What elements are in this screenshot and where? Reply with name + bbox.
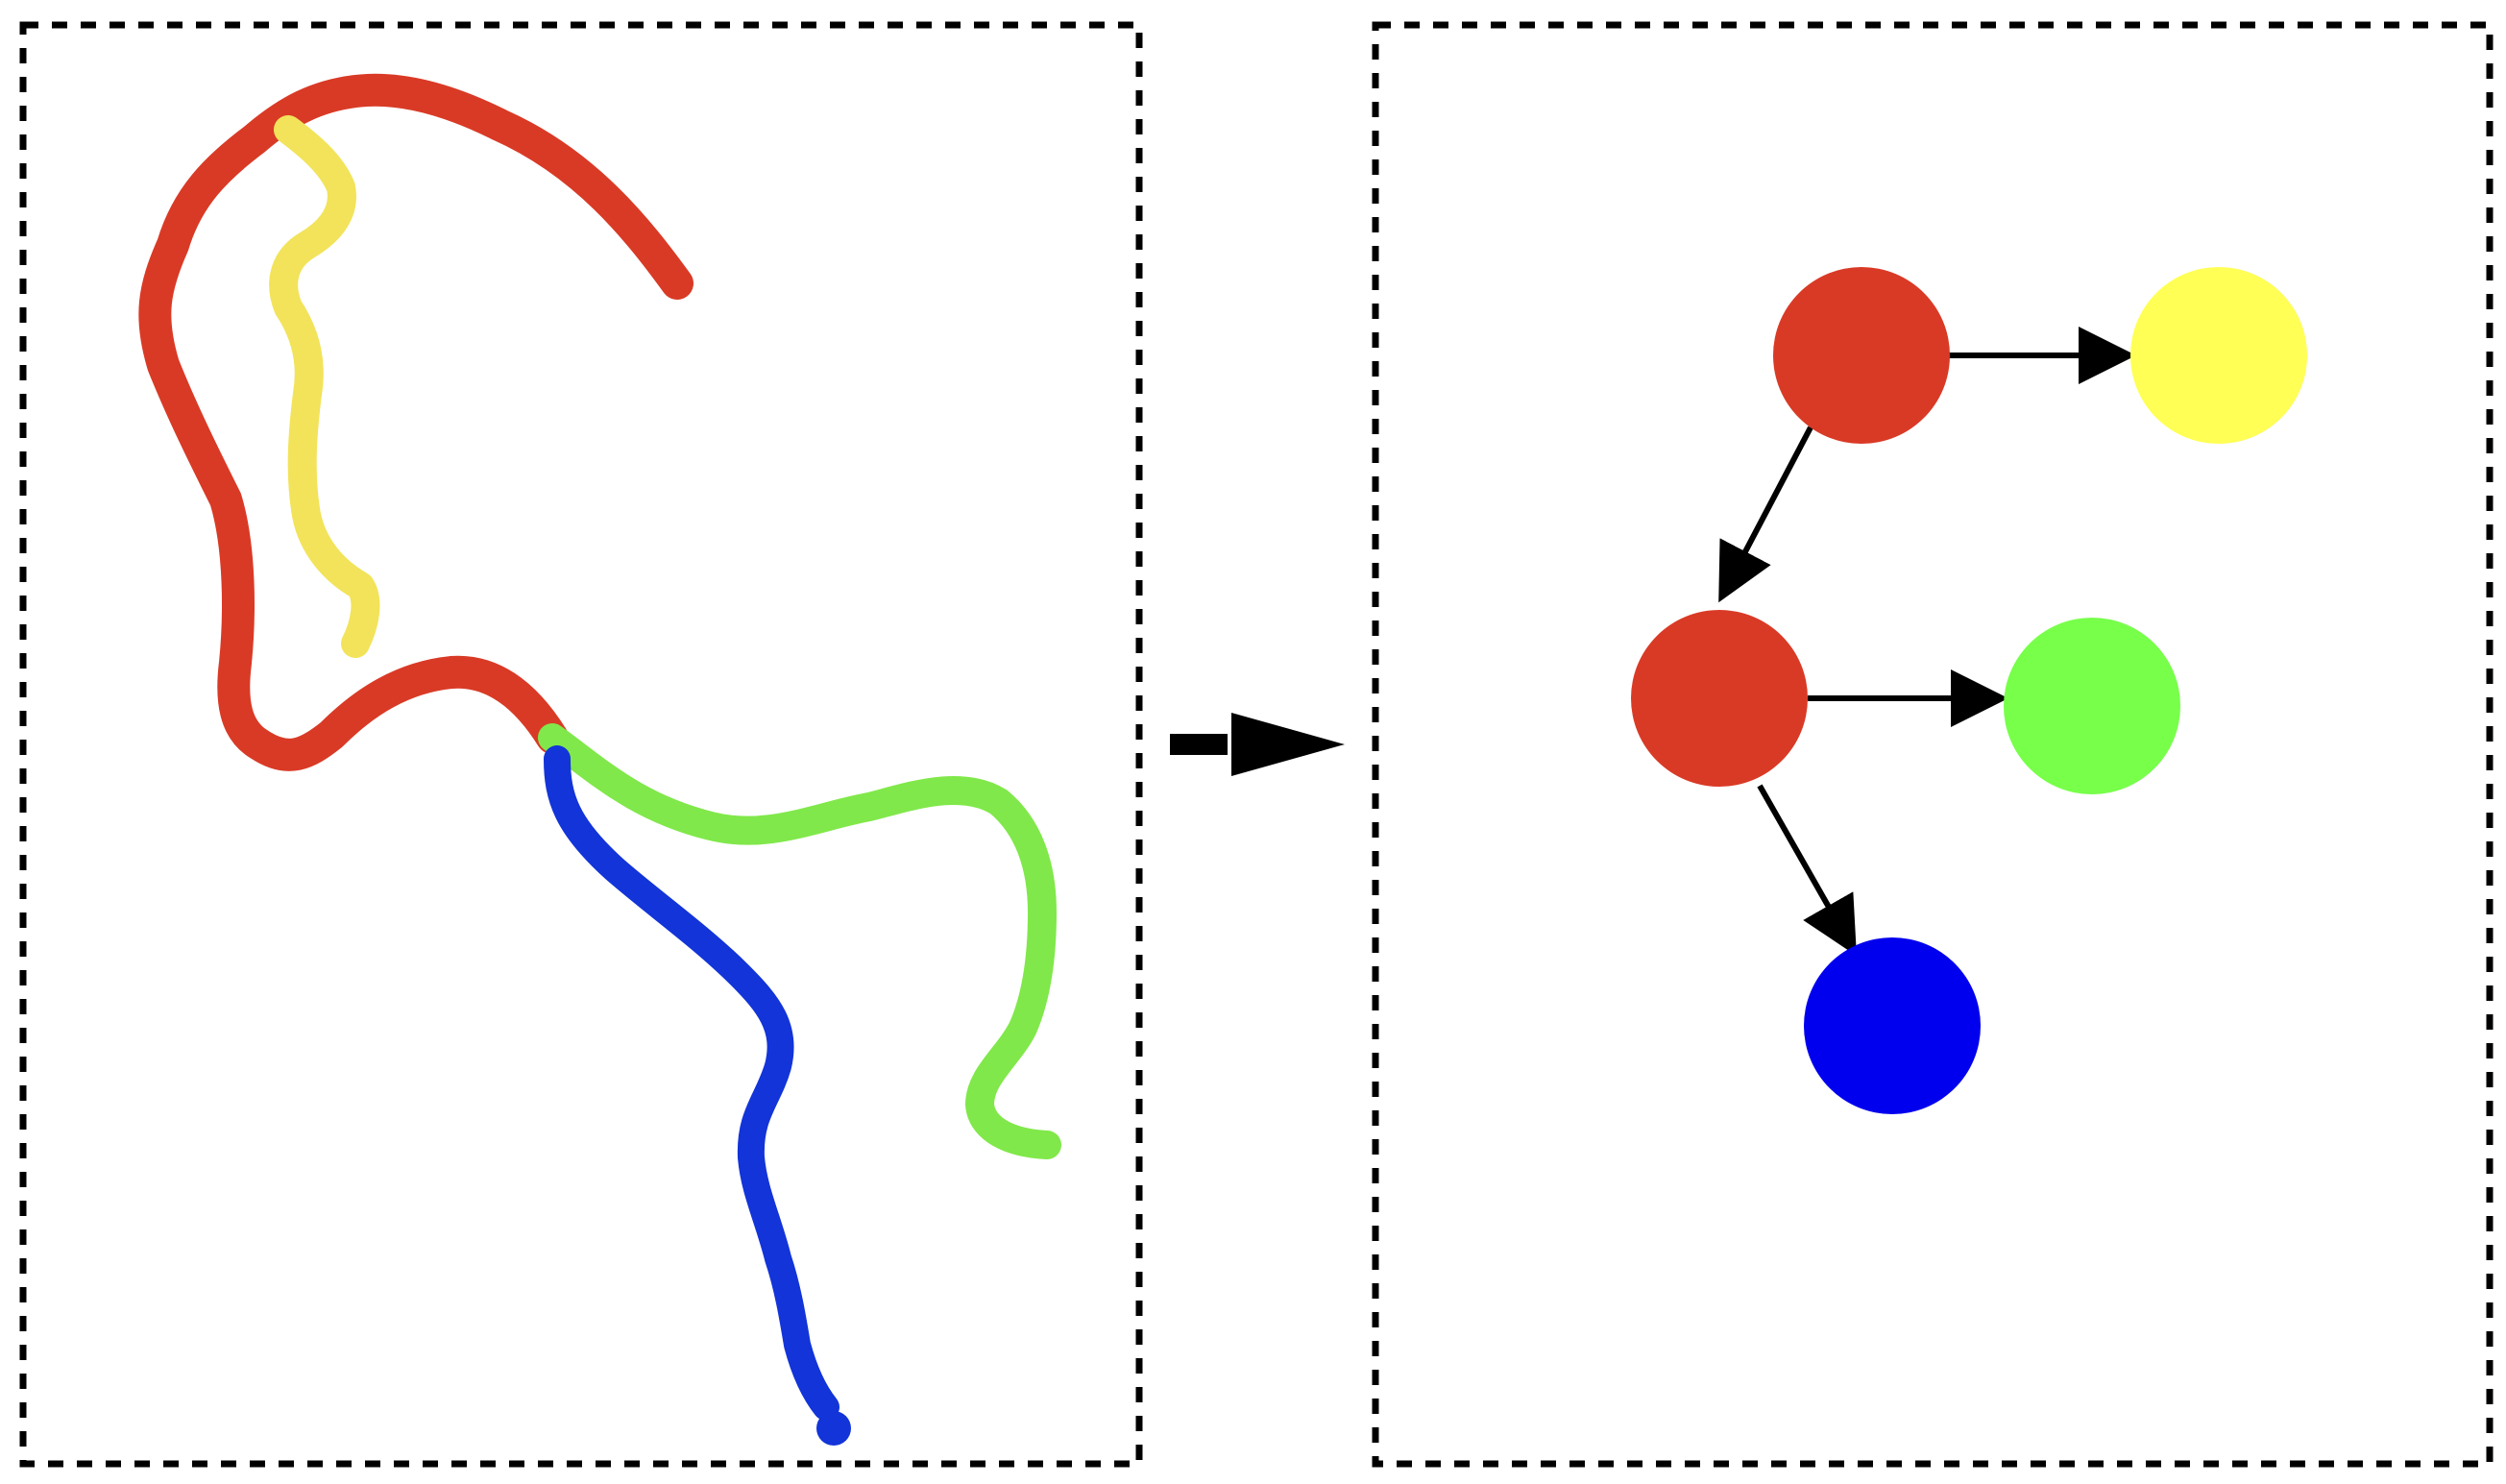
graph-node-green bbox=[2004, 618, 2180, 794]
graph-edge-red-to-blue bbox=[1757, 784, 1857, 957]
graph-edge-root-to-red bbox=[1718, 426, 1813, 603]
vessel-segment-yellow bbox=[269, 115, 380, 658]
right-panel-graph bbox=[1372, 21, 2494, 1468]
left-panel-frame bbox=[19, 21, 1143, 1468]
arrow-right-icon bbox=[1170, 713, 1345, 776]
vessel-segment-blue-tip bbox=[816, 1411, 851, 1446]
graph-node-red bbox=[1631, 610, 1808, 787]
right-panel-frame bbox=[1372, 21, 2494, 1468]
vessel-segment-red bbox=[138, 73, 693, 771]
graph-node-root bbox=[1773, 267, 1950, 444]
graph-node-yellow bbox=[2130, 267, 2307, 444]
graph-node-blue bbox=[1804, 937, 1981, 1114]
vessel-segment-green bbox=[538, 723, 1061, 1159]
vessel-segment-blue bbox=[544, 745, 839, 1421]
left-panel-vessel-tree bbox=[19, 21, 1143, 1468]
